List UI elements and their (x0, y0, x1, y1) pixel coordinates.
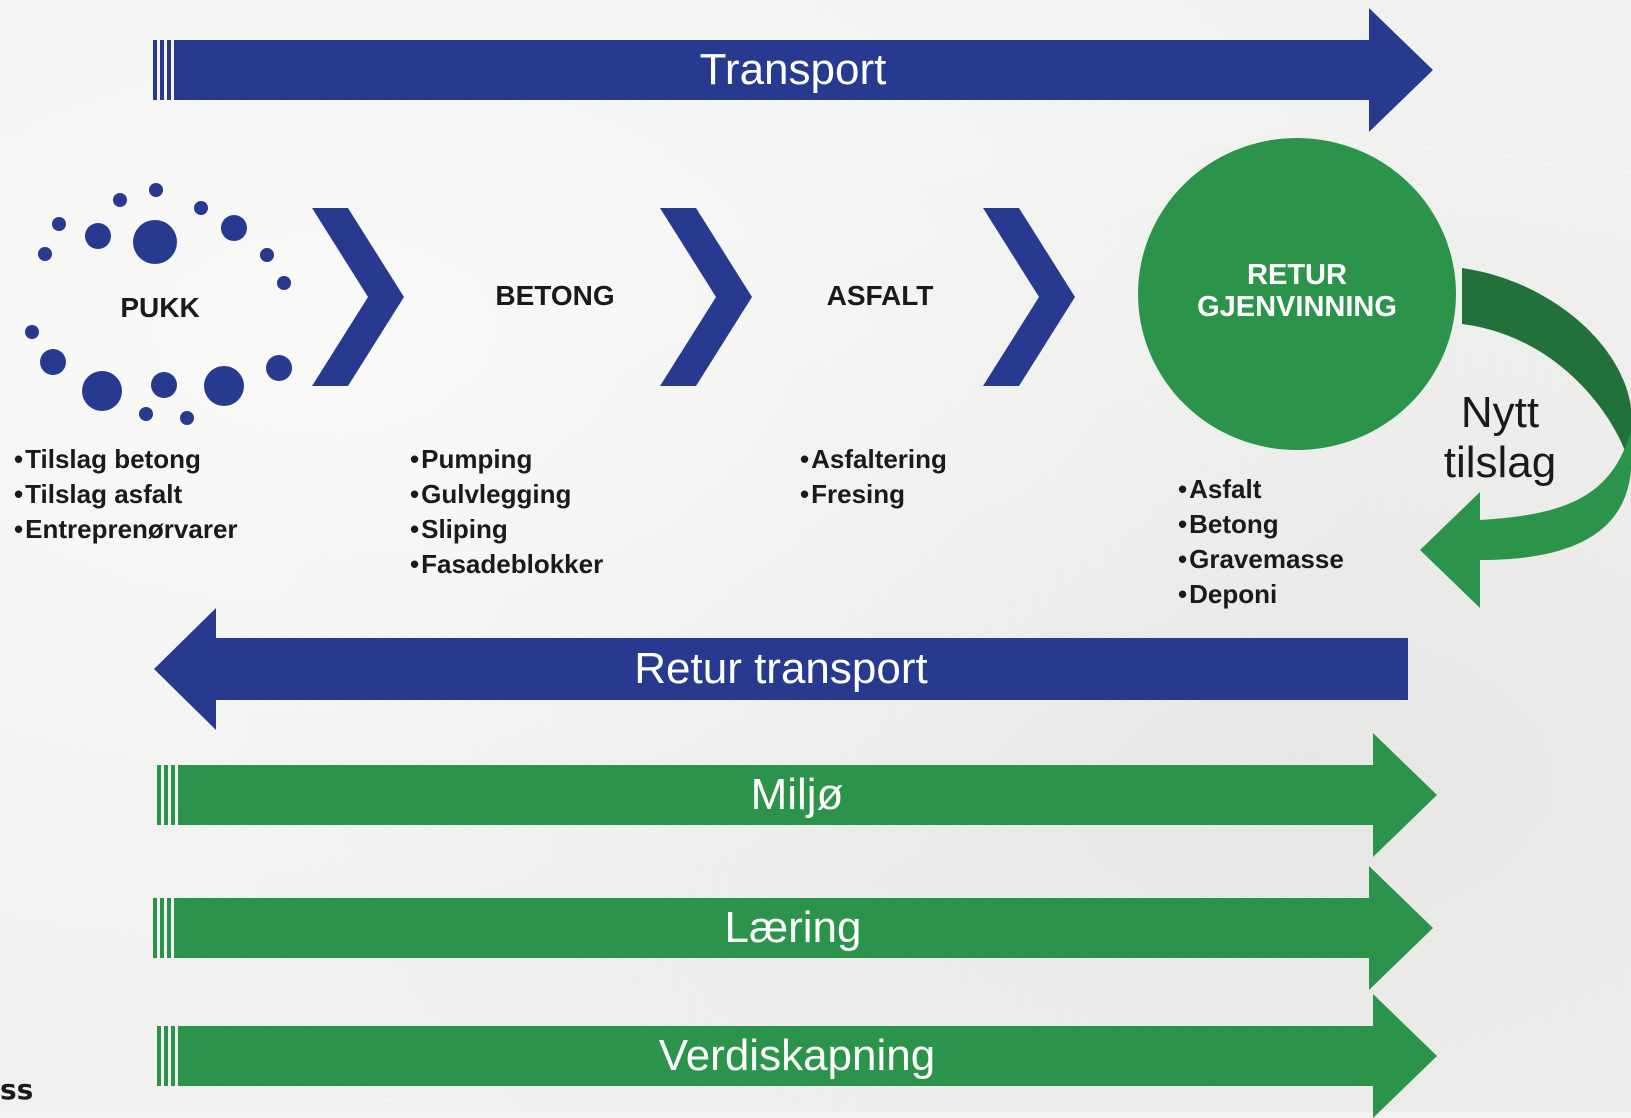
retur-transport-label: Retur transport (634, 644, 928, 693)
list-item: Fasadeblokker (410, 547, 603, 582)
chevron-right-icon (983, 208, 1075, 386)
list-item: Gravemasse (1178, 542, 1344, 577)
chevron-right-icon (660, 208, 752, 386)
miljo-arrow-shape (157, 733, 1437, 857)
pukk-items: Tilslag betong Tilslag asfalt Entreprenø… (14, 442, 238, 547)
list-item: Fresing (800, 477, 947, 512)
list-item: Asfalt (1178, 472, 1344, 507)
transport-arrow: Transport (153, 8, 1433, 132)
betong-items: Pumping Gulvlegging Sliping Fasadeblokke… (410, 442, 603, 582)
verdiskapning-arrow-shape (157, 994, 1437, 1118)
verdiskapning-arrow: Verdiskapning (157, 994, 1437, 1118)
miljo-label: Miljø (750, 770, 844, 819)
list-item: Betong (1178, 507, 1344, 542)
stage-title-asfalt: ASFALT (826, 280, 934, 311)
list-item: Sliping (410, 512, 603, 547)
asfalt-items: Asfaltering Fresing (800, 442, 947, 512)
list-item: Asfaltering (800, 442, 947, 477)
retur-items: Asfalt Betong Gravemasse Deponi (1178, 472, 1344, 612)
list-item: Entreprenørvarer (14, 512, 237, 547)
retur-transport-arrow: Retur transport (154, 608, 1408, 730)
list-item: Gulvlegging (410, 477, 603, 512)
pukk-dots-icon (25, 183, 292, 425)
circle-title-line1: RETUR (1247, 259, 1347, 291)
list-item: Pumping (410, 442, 603, 477)
transport-label: Transport (699, 45, 887, 94)
miljo-arrow: Miljø (157, 733, 1437, 857)
transport-arrow-shape (153, 8, 1433, 132)
retur-transport-arrow-shape (154, 608, 1408, 730)
stage-title-betong: BETONG (495, 280, 615, 311)
stage-title-pukk: PUKK (120, 292, 200, 323)
loop-label-line2: tilslag (1443, 438, 1557, 487)
verdiskapning-label: Verdiskapning (658, 1031, 936, 1080)
chevron-right-icon (312, 208, 404, 386)
retur-gjenvinning-circle: RETUR GJENVINNING (1138, 138, 1456, 450)
laering-arrow: Læring (153, 866, 1433, 990)
list-item: Tilslag betong (14, 442, 238, 477)
laering-label: Læring (724, 903, 862, 952)
list-item: Deponi (1178, 577, 1344, 612)
list-item: Tilslag asfalt (14, 477, 238, 512)
laering-arrow-shape (153, 866, 1433, 990)
corner-text: ss (0, 1073, 34, 1106)
loop-label: Nytt tilslag (1435, 388, 1565, 488)
circle-title-line2: GJENVINNING (1197, 291, 1397, 323)
loop-label-line1: Nytt (1460, 388, 1540, 437)
